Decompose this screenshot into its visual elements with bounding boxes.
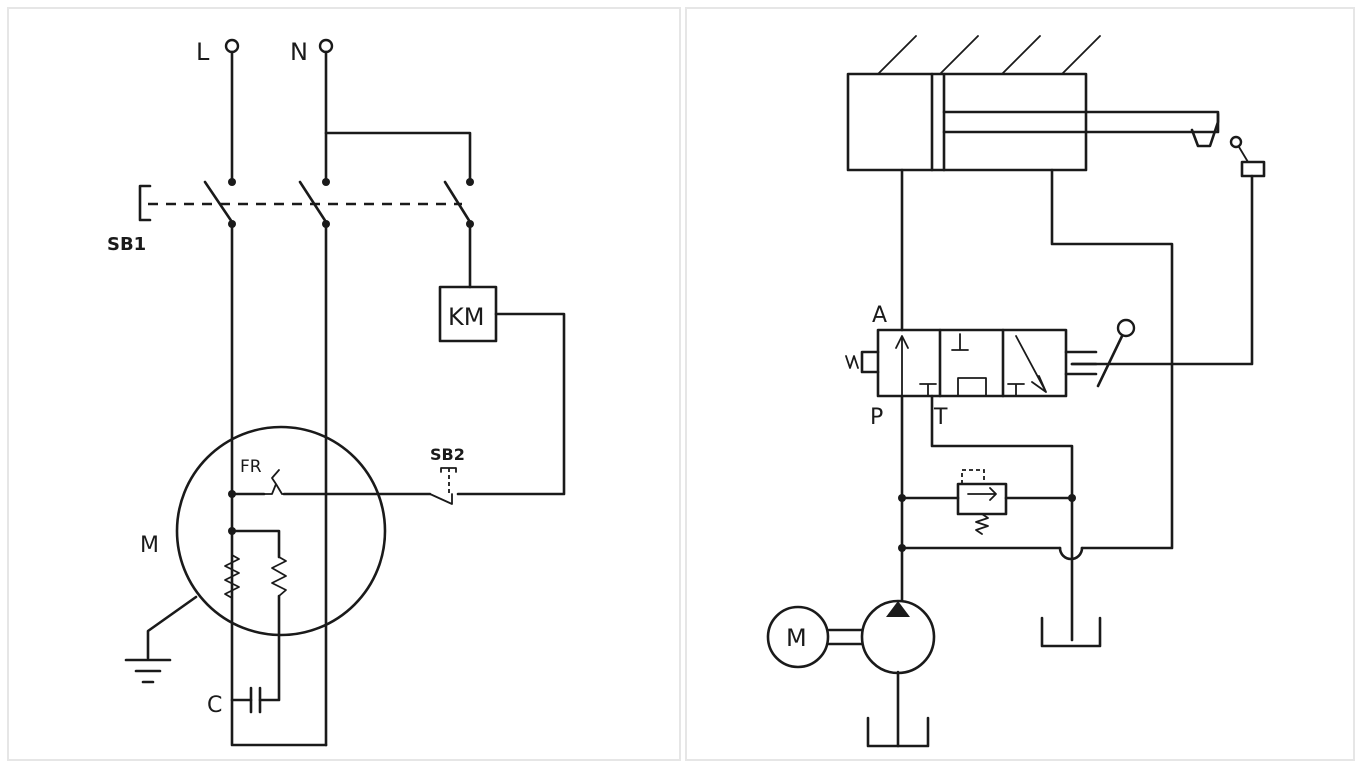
motor-housing	[175, 425, 387, 637]
terminal-n	[318, 38, 334, 54]
ground-icon	[124, 595, 198, 684]
wire-n-branch	[324, 131, 472, 184]
stop-button-sb2	[429, 467, 457, 505]
contactor-label: KM	[448, 303, 484, 331]
main-switch-sb1	[138, 178, 474, 228]
terminal-n-label: N	[290, 38, 308, 66]
capacitor-label: C	[207, 693, 222, 718]
overload-relay-fr	[263, 469, 285, 495]
tank-right-icon	[1040, 616, 1102, 648]
hydraulic-circuit: A P T M	[766, 35, 1266, 748]
line-tank-return	[930, 394, 1074, 500]
terminal-l	[224, 38, 240, 54]
relief-valve	[956, 469, 1008, 535]
winding-1-icon	[224, 554, 240, 599]
motor-label: M	[140, 533, 159, 558]
line-cylinder-rod	[1050, 168, 1174, 550]
wire-l-main	[230, 224, 328, 747]
port-t-label: T	[933, 405, 948, 430]
directional-valve	[845, 318, 1136, 398]
electrical-circuit: L N SB1 KM	[107, 38, 566, 747]
hydraulic-motor-label: M	[786, 624, 807, 652]
wire-winding-top	[230, 529, 281, 559]
line-limit-switch	[1070, 174, 1254, 366]
hydraulic-pump	[827, 599, 936, 675]
wire-km-return	[456, 312, 566, 496]
junction-fr	[228, 490, 236, 498]
main-switch-label: SB1	[107, 234, 146, 255]
port-a-label: A	[872, 303, 887, 328]
limit-switch-icon	[1229, 135, 1266, 178]
left-panel-frame	[7, 7, 681, 761]
capacitor-c	[230, 686, 262, 714]
terminal-l-label: L	[196, 38, 210, 66]
stop-button-label: SB2	[430, 445, 465, 464]
overload-relay-label: FR	[240, 457, 262, 477]
hydraulic-motor	[766, 605, 830, 669]
port-p-label: P	[870, 405, 883, 430]
winding-2-icon	[271, 556, 287, 597]
hydraulic-cylinder	[846, 35, 1220, 172]
wire-winding-2-down	[258, 594, 281, 702]
right-panel-frame	[685, 7, 1355, 761]
